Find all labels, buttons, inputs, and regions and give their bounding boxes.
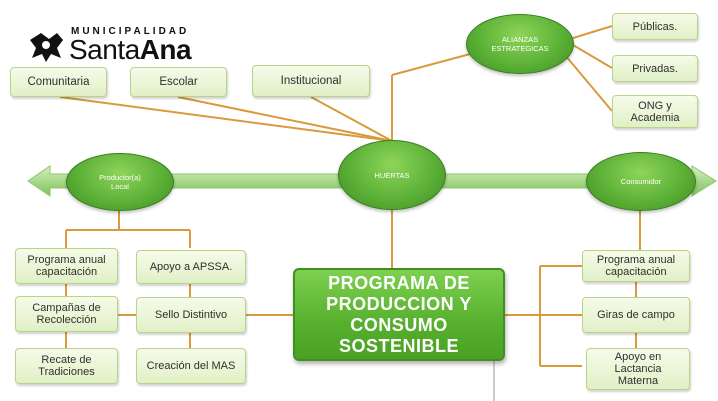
box-campanas-recoleccion: Campañas de Recolección (15, 296, 118, 332)
box-programa-anual-capacitacion-left: Programa anual capacitación (15, 248, 118, 284)
box-sello-distintivo: Sello Distintivo (136, 297, 246, 333)
municipal-logo: MUNICIPALIDAD SantaAna (27, 26, 242, 70)
box-comunitaria: Comunitaria (10, 67, 107, 97)
logo-name-bold: Ana (139, 34, 192, 65)
ellipse-huertas: HUERTAS (338, 140, 446, 210)
box-programa-anual-capacitacion-right: Programa anual capacitación (582, 250, 690, 282)
logo-subtitle: MUNICIPALIDAD (71, 26, 190, 37)
box-ong-academia: ONG y Academia (612, 95, 698, 128)
box-privadas: Privadas. (612, 55, 698, 82)
central-program-box: PROGRAMA DE PRODUCCION Y CONSUMO SOSTENI… (293, 268, 505, 361)
box-publicas: Públicas. (612, 13, 698, 40)
ellipse-alianzas: ALIANZAS ESTRATEGICAS (466, 14, 574, 74)
box-apoyo-apssa: Apoyo a APSSA. (136, 250, 246, 284)
box-escolar: Escolar (130, 67, 227, 97)
box-apoyo-lactancia: Apoyo en Lactancia Materna (586, 348, 690, 390)
ellipse-consumidor: Consumidor (586, 152, 696, 211)
box-giras-campo: Giras de campo (582, 297, 690, 333)
logo-name: SantaAna (69, 34, 192, 66)
box-recate-tradiciones: Recate de Tradiciones (15, 348, 118, 384)
seal-icon (30, 33, 63, 62)
logo-name-light: Santa (69, 34, 140, 65)
box-creacion-mas: Creación del MAS (136, 348, 246, 384)
ellipse-productor-local: Productor(a) Local (66, 153, 174, 211)
box-institucional: Institucional (252, 65, 370, 97)
connector-lines (59, 25, 641, 367)
